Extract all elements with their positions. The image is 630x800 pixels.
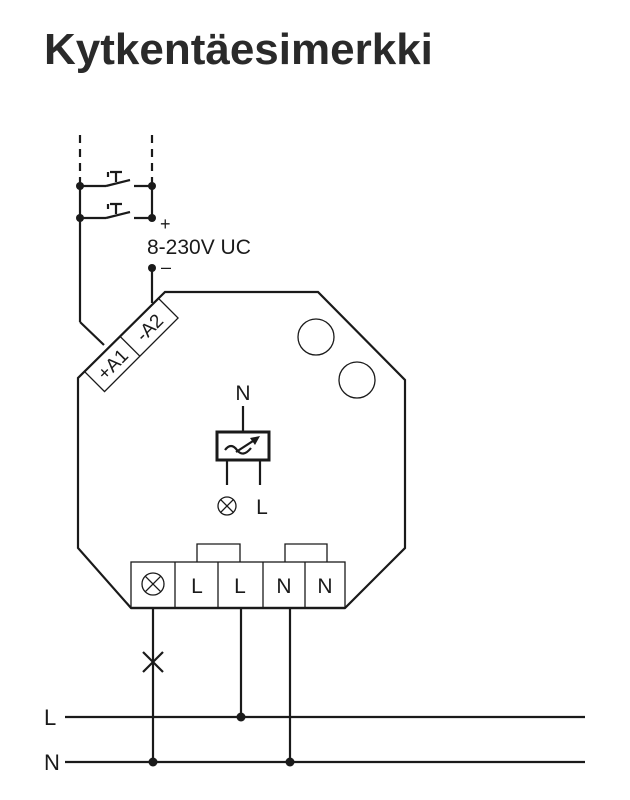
pushbutton-1 [80, 170, 152, 188]
pushbuttons [76, 135, 156, 346]
control-terminal-label: +A1 -A2 [83, 297, 179, 393]
terminal-l-1: L [191, 575, 203, 598]
led-indicator-2 [338, 361, 376, 399]
supply-voltage: 8-230V UC [147, 236, 251, 259]
wire-a1-diag [79, 321, 105, 346]
load-wiring [65, 608, 585, 767]
dimmer-arrow-icon [250, 436, 260, 445]
terminal-l-2: L [234, 575, 246, 598]
terminal-a1: +A1 [94, 345, 133, 384]
terminal-n-2: N [317, 575, 332, 598]
led-indicator-1 [297, 318, 335, 356]
lamp-icon [217, 496, 237, 516]
dimmer-wave-icon [224, 444, 252, 455]
terminal-n-1: N [276, 575, 291, 598]
line-n-label: N [44, 750, 60, 775]
terminal-block: L L N N [130, 543, 346, 610]
terminal-lamp-icon [141, 572, 165, 596]
terminal-a2: -A2 [132, 310, 168, 346]
dimmer-n-label: N [235, 382, 250, 405]
dimmer-l-label: L [256, 496, 268, 519]
supply-plus: + [160, 214, 171, 234]
dimmer-symbol: N L [215, 382, 271, 519]
terminal-bridges [196, 543, 328, 562]
lamp-load-icon [142, 651, 164, 673]
supply-minus: – [161, 257, 171, 277]
pushbutton-2 [80, 202, 152, 220]
line-l-label: L [44, 705, 56, 730]
diagram-title: Kytkentäesimerkki [44, 25, 433, 74]
